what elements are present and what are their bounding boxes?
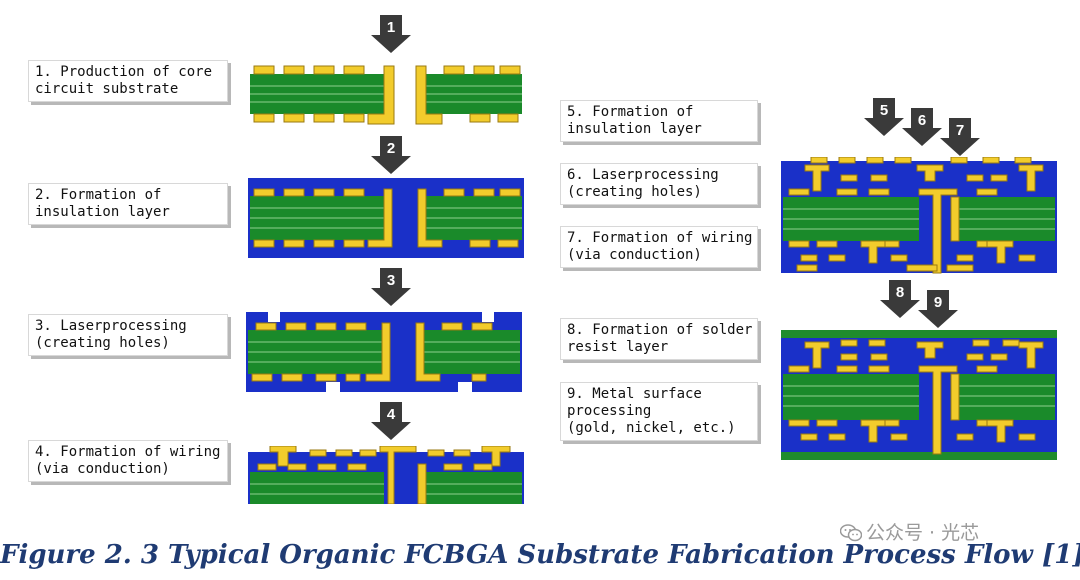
step-5-label: 5. Formation of insulation layer: [560, 100, 758, 142]
step-5-number: 5: [880, 102, 888, 119]
step-7-label: 7. Formation of wiring (via conduction): [560, 226, 758, 268]
step-7-line-2: (via conduction): [567, 247, 702, 263]
step-6-line-1: 6. Laserprocessing: [567, 167, 719, 183]
step-3-arrow: 3: [371, 268, 411, 306]
step-7-arrow: 7: [940, 118, 980, 156]
step-2-insulation-layer: [248, 178, 524, 258]
step-5-line-1: 5. Formation of: [567, 104, 694, 120]
step-8-arrow: 8: [880, 280, 920, 318]
step-6-arrow: 6: [902, 108, 942, 146]
step-1-line-2: circuit substrate: [35, 81, 179, 97]
step-1-line-1: 1. Production of core: [35, 64, 213, 80]
step-8-line-1: 8. Formation of solder: [567, 322, 753, 338]
step-1-arrow: 1: [371, 15, 411, 53]
step-4-number: 4: [387, 406, 396, 423]
step-4-arrow: 4: [371, 402, 411, 440]
step-3-line-1: 3. Laserprocessing: [35, 318, 187, 334]
step-3-laser-holes: [246, 312, 522, 392]
step-2-arrow: 2: [371, 136, 411, 174]
step-4-label: 4. Formation of wiring (via conduction): [28, 440, 228, 482]
step-2-line-2: insulation layer: [35, 204, 170, 220]
step-1-number: 1: [387, 19, 395, 36]
step-6-number: 6: [918, 112, 926, 129]
step-4-line-2: (via conduction): [35, 461, 170, 477]
step-6-line-2: (creating holes): [567, 184, 702, 200]
step-8-line-2: resist layer: [567, 339, 669, 355]
step-5-7-build-up: [781, 157, 1057, 275]
step-4-line-1: 4. Formation of wiring: [35, 444, 221, 460]
step-6-label: 6. Laserprocessing (creating holes): [560, 163, 758, 205]
watermark: 公众号 · 光芯: [840, 518, 979, 545]
step-8-9-solder-resist: [781, 330, 1057, 460]
step-5-line-2: insulation layer: [567, 121, 702, 137]
step-3-line-2: (creating holes): [35, 335, 170, 351]
step-7-line-1: 7. Formation of wiring: [567, 230, 753, 246]
step-8-label: 8. Formation of solder resist layer: [560, 318, 758, 360]
step-9-label: 9. Metal surface processing (gold, nicke…: [560, 382, 758, 441]
step-8-number: 8: [896, 284, 904, 301]
step-7-number: 7: [956, 122, 964, 139]
wechat-icon: [840, 524, 862, 542]
step-9-line-1: 9. Metal surface: [567, 386, 702, 402]
figure-caption: Figure 2. 3 Typical Organic FCBGA Substr…: [0, 540, 1080, 570]
step-5-arrow: 5: [864, 98, 904, 136]
step-9-arrow: 9: [918, 290, 958, 328]
step-9-line-2: processing: [567, 403, 652, 419]
step-4-wiring: [248, 446, 524, 504]
step-2-number: 2: [387, 140, 395, 157]
step-3-number: 3: [387, 272, 395, 289]
step-1-label: 1. Production of core circuit substrate: [28, 60, 228, 102]
step-9-number: 9: [934, 294, 942, 311]
step-1-core-substrate: [248, 62, 524, 128]
step-2-line-1: 2. Formation of: [35, 187, 162, 203]
step-2-label: 2. Formation of insulation layer: [28, 183, 228, 225]
step-3-label: 3. Laserprocessing (creating holes): [28, 314, 228, 356]
step-9-line-3: (gold, nickel, etc.): [567, 420, 736, 436]
watermark-text: 公众号 · 光芯: [866, 522, 980, 544]
